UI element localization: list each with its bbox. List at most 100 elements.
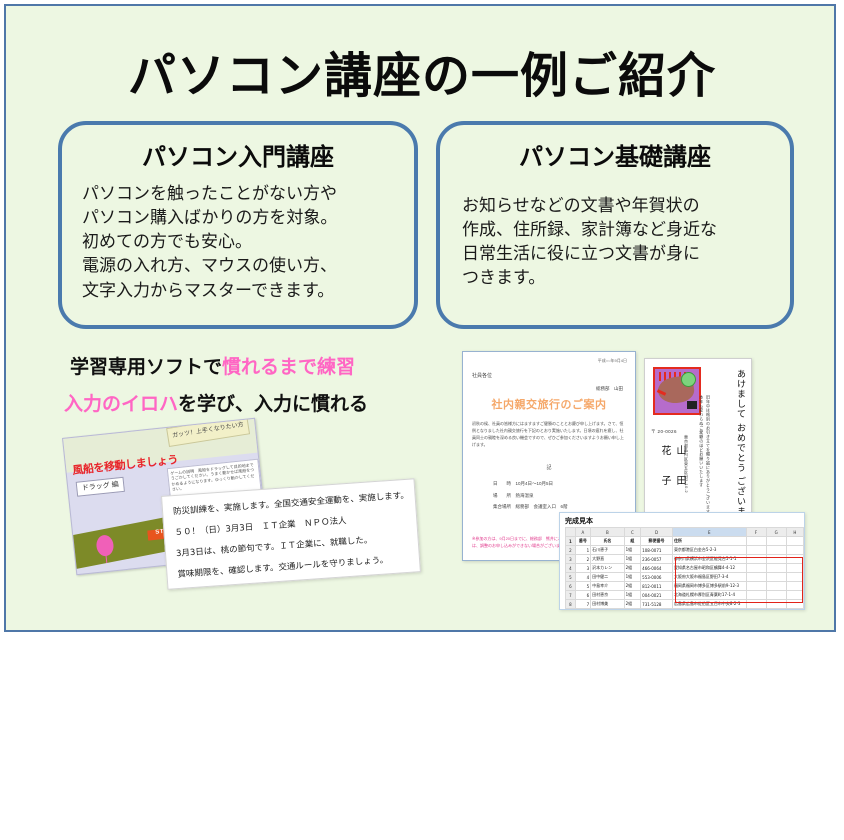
excel-col-A[interactable]: A bbox=[574, 527, 592, 537]
excel-cell-f[interactable] bbox=[745, 572, 767, 582]
excel-col-C[interactable]: C bbox=[623, 527, 642, 537]
excel-cell-name[interactable]: 田中健二 bbox=[590, 572, 625, 582]
excel-cell-no[interactable]: 2 bbox=[574, 554, 592, 564]
excel-cell-no[interactable]: 6 bbox=[574, 590, 592, 600]
excel-cell-h[interactable] bbox=[785, 599, 804, 609]
excel-cell-g[interactable] bbox=[765, 590, 787, 600]
excel-corner-cell[interactable] bbox=[565, 527, 576, 537]
excel-cell-g[interactable] bbox=[765, 554, 787, 564]
excel-col-H[interactable]: H bbox=[785, 527, 804, 537]
excel-cell-h[interactable] bbox=[785, 545, 804, 555]
excel-header-zip[interactable]: 郵便番号 bbox=[640, 536, 673, 546]
excel-cell-g[interactable] bbox=[765, 563, 787, 573]
course-intro-line-3: 初めての方でも安心。 bbox=[82, 232, 252, 253]
table-row[interactable]: 3 2 大野直 1組 236-0057 神奈川県横浜市金沢区能見台5-1-1 bbox=[565, 554, 804, 564]
excel-cell-f[interactable] bbox=[745, 554, 767, 564]
excel-cell-zip[interactable]: 812-0011 bbox=[640, 581, 673, 591]
excel-cell-address[interactable]: 広島県広島市佐伯区五日市中央8-2-3 bbox=[671, 599, 747, 609]
excel-cell-no[interactable]: 1 bbox=[574, 545, 592, 555]
excel-cell-no[interactable]: 7 bbox=[574, 599, 592, 609]
excel-header-name[interactable]: 氏名 bbox=[590, 536, 625, 546]
excel-cell-zip[interactable]: 731-5128 bbox=[640, 599, 673, 609]
table-row[interactable]: 6 5 中島幸介 2組 812-0011 福岡県福岡市博多区博多駅前9-12-3 bbox=[565, 581, 804, 591]
excel-row-num-8[interactable]: 8 bbox=[565, 599, 576, 609]
table-row[interactable]: 5 4 田中健二 1組 553-0006 大阪府大阪市福島区野田7-3-4 bbox=[565, 572, 804, 582]
excel-col-B[interactable]: B bbox=[590, 527, 625, 537]
excel-cell-h[interactable] bbox=[785, 554, 804, 564]
excel-row-num-6[interactable]: 6 bbox=[565, 581, 576, 591]
excel-row-num-3[interactable]: 3 bbox=[565, 554, 576, 564]
excel-cell-name[interactable]: 田村恵京 bbox=[590, 590, 625, 600]
excel-cell-zip[interactable]: 553-0006 bbox=[640, 572, 673, 582]
excel-row-num-2[interactable]: 2 bbox=[565, 545, 576, 555]
excel-cell-h[interactable] bbox=[785, 572, 804, 582]
excel-cell-name[interactable]: 中島幸介 bbox=[590, 581, 625, 591]
page-title: パソコン講座の一例ご紹介 bbox=[127, 48, 716, 104]
table-row[interactable]: 2 1 石川恵子 1組 108-0071 東京都港区白金台5-2-3 bbox=[565, 545, 804, 555]
table-row[interactable]: 1 番号 氏名 組 郵便番号 住所 bbox=[565, 536, 804, 546]
excel-cell-group[interactable]: 1組 bbox=[623, 554, 642, 564]
excel-col-F[interactable]: F bbox=[745, 527, 767, 537]
excel-cell-h1[interactable] bbox=[785, 536, 804, 546]
excel-cell-name[interactable]: 石川恵子 bbox=[590, 545, 625, 555]
excel-cell-no[interactable]: 4 bbox=[574, 572, 592, 582]
excel-col-E[interactable]: E bbox=[671, 527, 747, 537]
excel-cell-group[interactable]: 1組 bbox=[623, 572, 642, 582]
excel-cell-f[interactable] bbox=[745, 545, 767, 555]
course-basic-line-1: お知らせなどの文書や年賀状の bbox=[462, 196, 700, 216]
excel-cell-group[interactable]: 2組 bbox=[623, 599, 642, 609]
excel-cell-f[interactable] bbox=[745, 581, 767, 591]
excel-cell-address[interactable]: 東京都港区白金台5-2-3 bbox=[671, 545, 747, 555]
excel-row-num-7[interactable]: 7 bbox=[565, 590, 576, 600]
table-row[interactable]: 7 6 田村恵京 1組 004-0021 北海道札幌市厚別区青葉町17-1-4 bbox=[565, 590, 804, 600]
excel-cell-g[interactable] bbox=[765, 581, 787, 591]
excel-cell-address[interactable]: 大阪府大阪市福島区野田7-3-4 bbox=[671, 572, 747, 582]
table-row[interactable]: 8 7 田村博美 2組 731-5128 広島県広島市佐伯区五日市中央8-2-3 bbox=[565, 599, 804, 609]
excel-cell-address[interactable]: 北海道札幌市厚別区青葉町17-1-4 bbox=[671, 590, 747, 600]
excel-row-num-4[interactable]: 4 bbox=[565, 563, 576, 573]
excel-cell-g[interactable] bbox=[765, 599, 787, 609]
excel-header-group[interactable]: 組 bbox=[623, 536, 642, 546]
excel-cell-group[interactable]: 1組 bbox=[623, 590, 642, 600]
excel-cell-f1[interactable] bbox=[745, 536, 767, 546]
course-intro-title: パソコン入門講座 bbox=[142, 143, 334, 171]
excel-cell-address[interactable]: 愛知県名古屋市昭和区鶴舞4-4-12 bbox=[671, 563, 747, 573]
course-basic-line-2: 作成、住所録、家計簿など身近な bbox=[462, 220, 717, 241]
excel-cell-h[interactable] bbox=[785, 590, 804, 600]
excel-cell-name[interactable]: 田村博美 bbox=[590, 599, 625, 609]
excel-cell-g[interactable] bbox=[765, 572, 787, 582]
excel-row-num-1[interactable]: 1 bbox=[565, 536, 576, 546]
excel-cell-name[interactable]: 沢本カレン bbox=[590, 563, 625, 573]
software-mode-tag: ドラッグ 編 bbox=[75, 476, 125, 497]
excel-row-num-5[interactable]: 5 bbox=[565, 572, 576, 582]
excel-cell-h[interactable] bbox=[785, 581, 804, 591]
excel-cell-g1[interactable] bbox=[765, 536, 787, 546]
excel-cell-group[interactable]: 1組 bbox=[623, 545, 642, 555]
excel-cell-group[interactable]: 2組 bbox=[623, 581, 642, 591]
excel-cell-g[interactable] bbox=[765, 545, 787, 555]
excel-cell-group[interactable]: 2組 bbox=[623, 563, 642, 573]
excel-header-address[interactable]: 住所 bbox=[671, 536, 747, 546]
excel-cell-f[interactable] bbox=[745, 599, 767, 609]
excel-cell-address[interactable]: 福岡県福岡市博多区博多駅前9-12-3 bbox=[671, 581, 747, 591]
word-doc-ki: 記 bbox=[546, 465, 552, 471]
excel-cell-no[interactable]: 3 bbox=[574, 563, 592, 573]
course-basic-title: パソコン基礎講座 bbox=[519, 143, 711, 171]
excel-cell-f[interactable] bbox=[745, 563, 767, 573]
excel-cell-h[interactable] bbox=[785, 563, 804, 573]
excel-col-G[interactable]: G bbox=[765, 527, 787, 537]
excel-cell-address[interactable]: 神奈川県横浜市金沢区能見台5-1-1 bbox=[671, 554, 747, 564]
excel-cell-zip[interactable]: 108-0071 bbox=[640, 545, 673, 555]
excel-header-no[interactable]: 番号 bbox=[574, 536, 592, 546]
excel-cell-zip[interactable]: 004-0021 bbox=[640, 590, 673, 600]
excel-cell-zip[interactable]: 466-0064 bbox=[640, 563, 673, 573]
table-row[interactable]: 4 3 沢本カレン 2組 466-0064 愛知県名古屋市昭和区鶴舞4-4-12 bbox=[565, 563, 804, 573]
green-circle-icon bbox=[681, 372, 696, 387]
word-doc-from: 総務部 山田 bbox=[596, 386, 623, 391]
excel-col-D[interactable]: D bbox=[640, 527, 673, 537]
excel-cell-no[interactable]: 5 bbox=[574, 581, 592, 591]
excel-cell-zip[interactable]: 236-0057 bbox=[640, 554, 673, 564]
excel-cell-f[interactable] bbox=[745, 590, 767, 600]
postcard-greeting: あけまして おめでとう ございます bbox=[735, 369, 745, 518]
excel-cell-name[interactable]: 大野直 bbox=[590, 554, 625, 564]
